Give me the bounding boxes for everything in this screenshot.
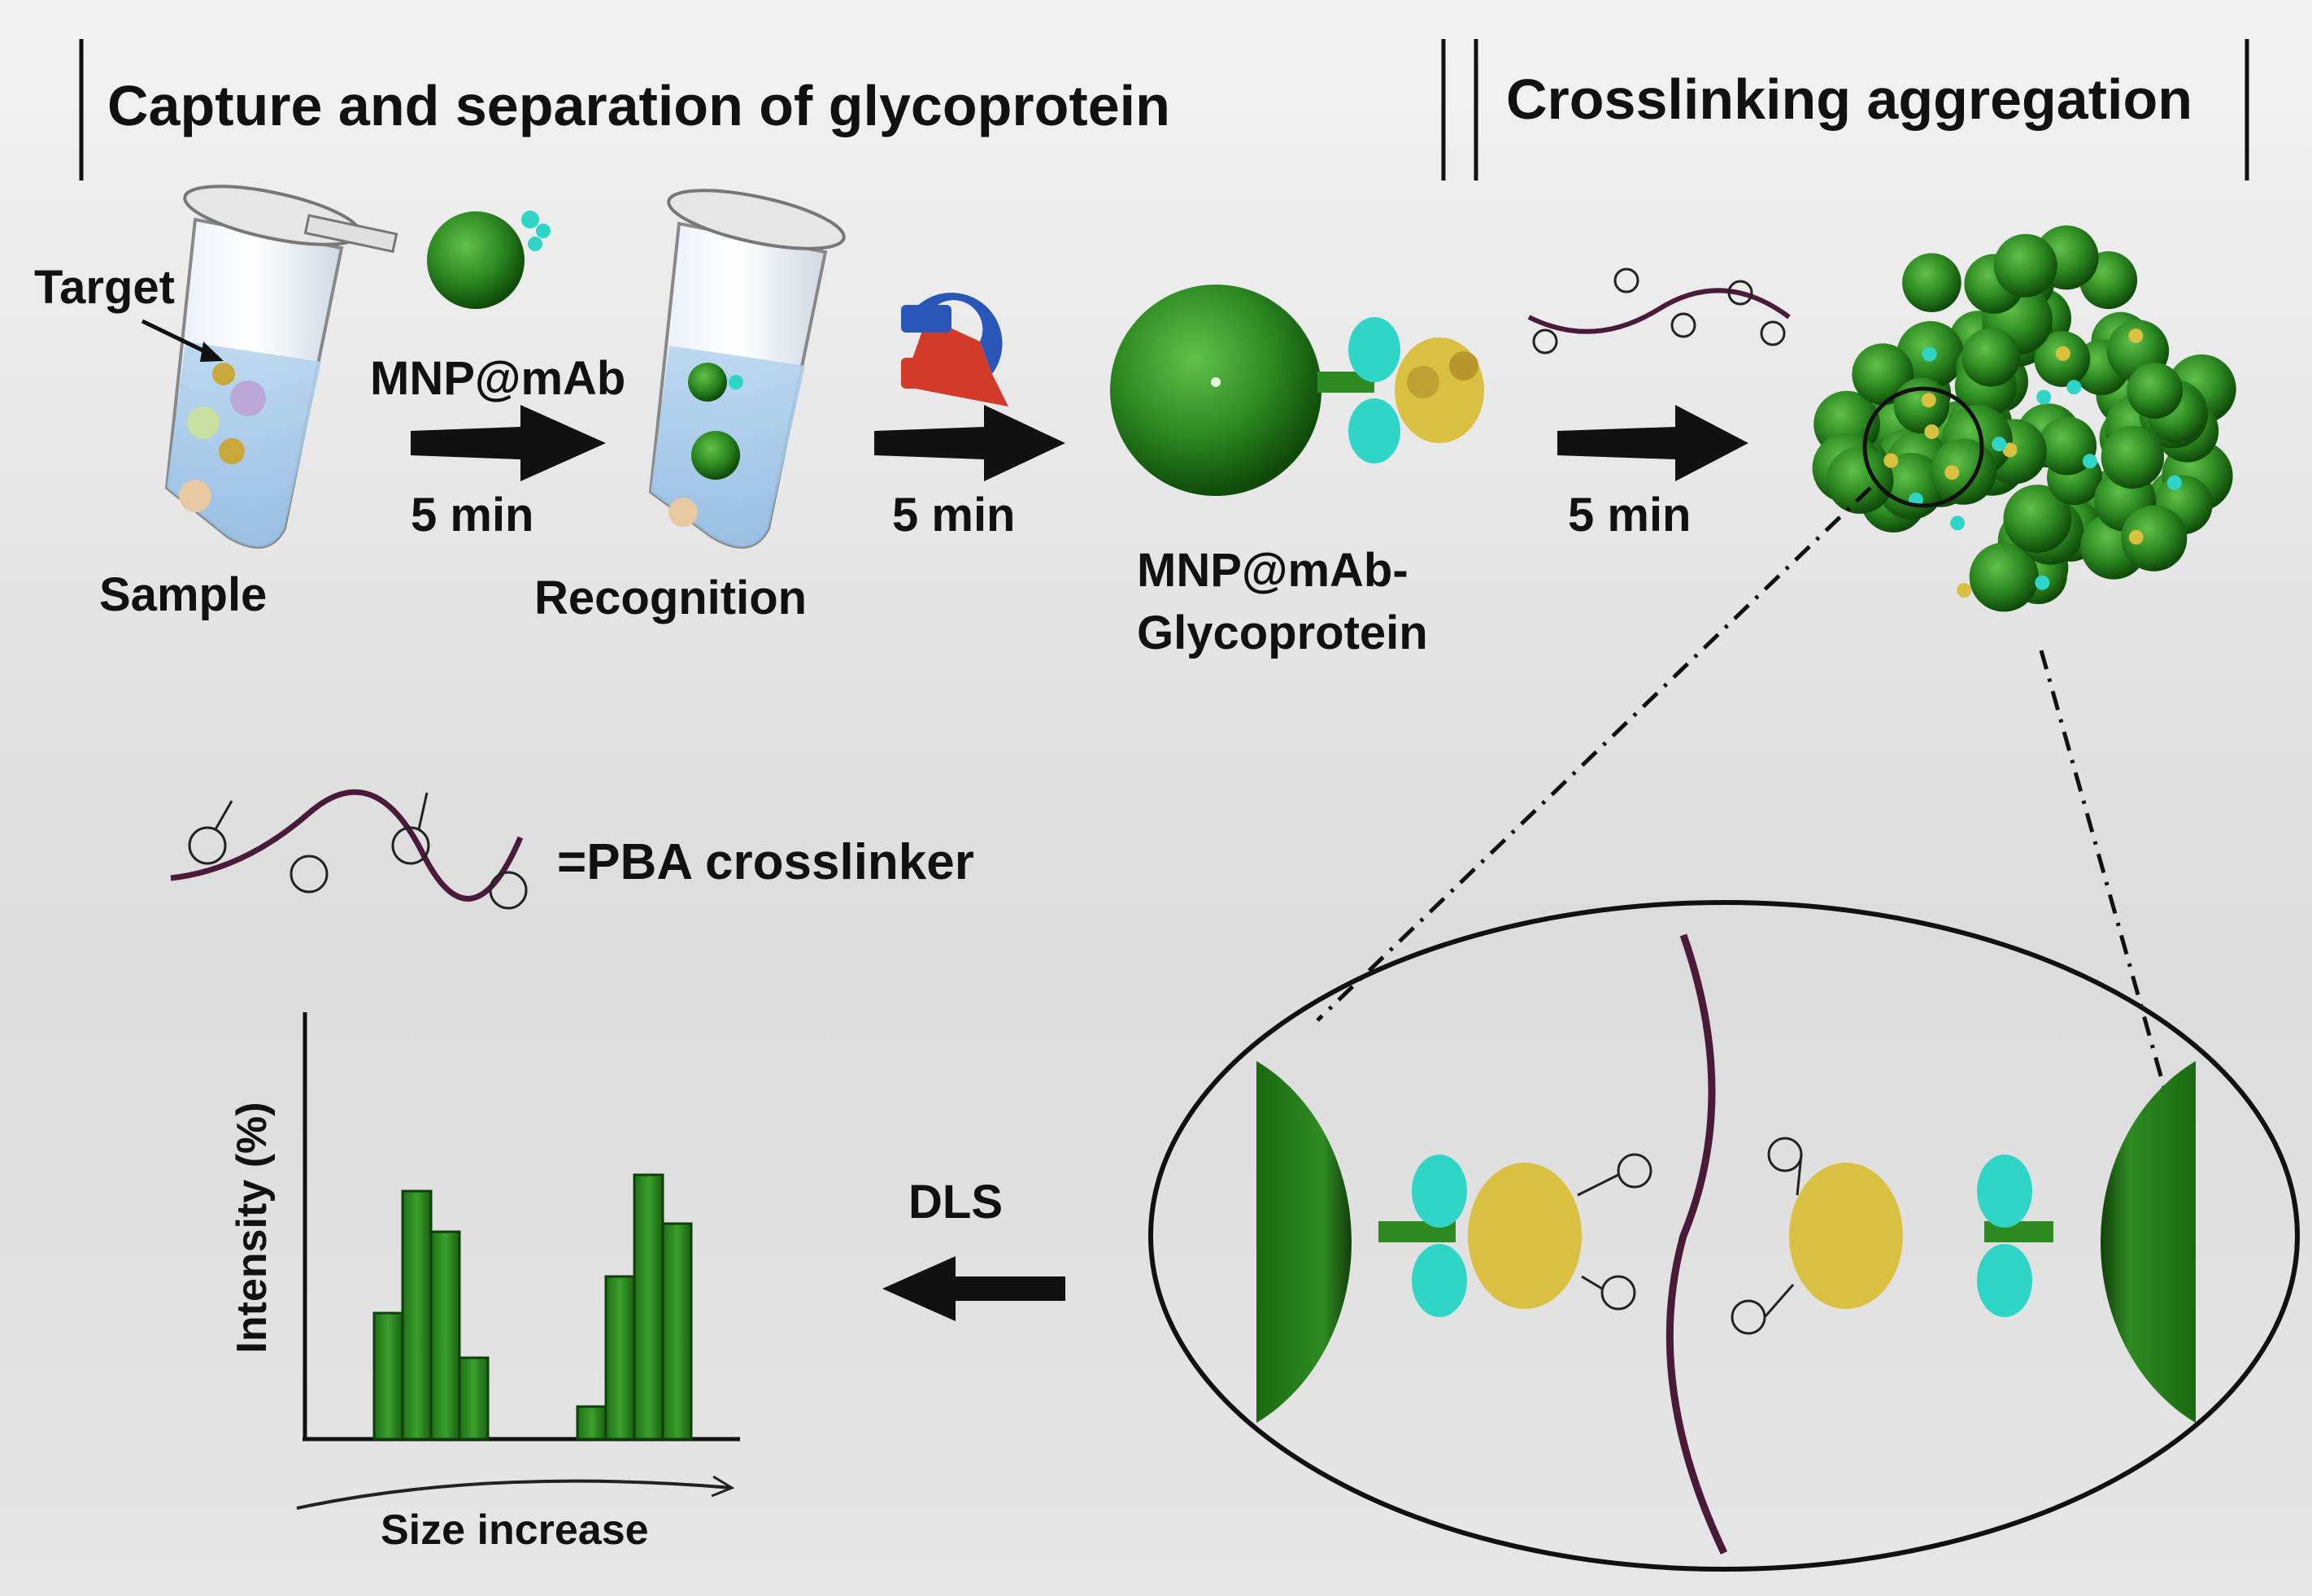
aggregate-protein	[1944, 465, 1960, 481]
header-capture: Capture and separation of glycoprotein	[107, 74, 1170, 137]
histogram-bar	[401, 1189, 433, 1441]
aggregate-particle	[1852, 343, 1914, 406]
histogram-bar	[633, 1173, 664, 1441]
aggregate-protein	[1992, 437, 2007, 452]
aggregate-particle	[1930, 438, 1996, 505]
histogram-ylabel: Intensity (%)	[229, 1102, 276, 1354]
aggregate-particle	[2127, 363, 2184, 419]
mnp-mab-particle	[427, 211, 551, 309]
step3-time-label: 5 min	[1568, 489, 1692, 541]
histogram-bars	[372, 1173, 693, 1441]
mnp-glycoprotein-complex	[1110, 285, 1484, 496]
zoom-lines	[1316, 486, 2182, 1143]
sample-tube	[164, 185, 398, 549]
crosslink-detail	[1256, 933, 2196, 1555]
aggregate-protein	[2066, 380, 2082, 395]
aggregate-protein	[2002, 442, 2018, 458]
histogram-bar	[661, 1222, 693, 1441]
aggregate-particle	[1893, 377, 1950, 433]
target-arrowhead	[200, 341, 224, 362]
dls-label: DLS	[908, 1176, 1003, 1229]
aggregate-particle	[2003, 485, 2072, 553]
aggregate-protein	[1921, 393, 1936, 408]
aggregate-protein	[2166, 475, 2182, 490]
aggregate-protein	[2036, 389, 2052, 405]
aggregate-cluster	[1812, 225, 2236, 612]
zoom-selection-circle	[1862, 386, 1984, 508]
aggregate-protein	[1957, 583, 1972, 598]
step2-arrow	[874, 405, 1065, 481]
histogram-bar	[372, 1311, 404, 1441]
aggregate-particle	[1878, 452, 1944, 520]
aggregate-protein	[1922, 346, 1937, 362]
step1-arrow	[411, 405, 606, 481]
recognition-label: Recognition	[534, 572, 808, 624]
histogram-bar	[458, 1356, 490, 1441]
aggregate-particle	[1993, 233, 2057, 298]
header-crosslink: Crosslinking aggregation	[1506, 67, 2192, 131]
aggregate-protein	[1883, 453, 1899, 468]
aggregate-protein	[2035, 575, 2050, 590]
mnp-mab-label: MNP@mAb	[370, 352, 626, 405]
aggregate-particle	[1902, 253, 1961, 313]
aggregate-protein	[1924, 424, 1940, 439]
histogram-bar	[429, 1230, 461, 1441]
complex-label-line1: MNP@mAb-	[1137, 544, 1409, 597]
target-label: Target	[34, 261, 175, 314]
aggregate-particle	[2101, 425, 2165, 489]
step2-time-label: 5 min	[892, 489, 1016, 541]
aggregate-particle	[1969, 542, 2039, 612]
recognition-tube	[648, 189, 846, 549]
glycoprotein-icon	[212, 363, 245, 464]
header-dividers	[79, 39, 2249, 180]
aggregate-protein	[2128, 328, 2144, 343]
sample-label: Sample	[99, 568, 268, 621]
complex-label-line2: Glycoprotein	[1137, 607, 1428, 659]
histogram-bar	[604, 1275, 636, 1441]
aggregate-protein	[1950, 515, 1966, 531]
histogram-bar	[576, 1405, 607, 1441]
zoom-detail-ellipse	[1148, 900, 2300, 1572]
aggregate-particle	[1827, 446, 1894, 514]
pba-crosslinker-structure	[170, 789, 528, 910]
histogram-xlabel: Size increase	[381, 1507, 649, 1554]
magnet-icon	[901, 292, 1008, 407]
aggregate-protein	[2055, 346, 2070, 361]
size-increase-arrow	[296, 1475, 735, 1510]
aggregate-particle	[2121, 505, 2188, 572]
dls-arrow	[882, 1256, 1065, 1321]
aggregate-particle	[1961, 328, 2021, 387]
pba-legend-label: =PBA crosslinker	[557, 834, 974, 890]
crosslinker-chain	[1527, 267, 1791, 354]
aggregate-particle	[2038, 416, 2097, 476]
aggregate-protein	[2082, 454, 2097, 469]
step1-time-label: 5 min	[411, 489, 534, 541]
aggregate-protein	[2128, 529, 2144, 545]
step3-arrow	[1557, 405, 1748, 481]
